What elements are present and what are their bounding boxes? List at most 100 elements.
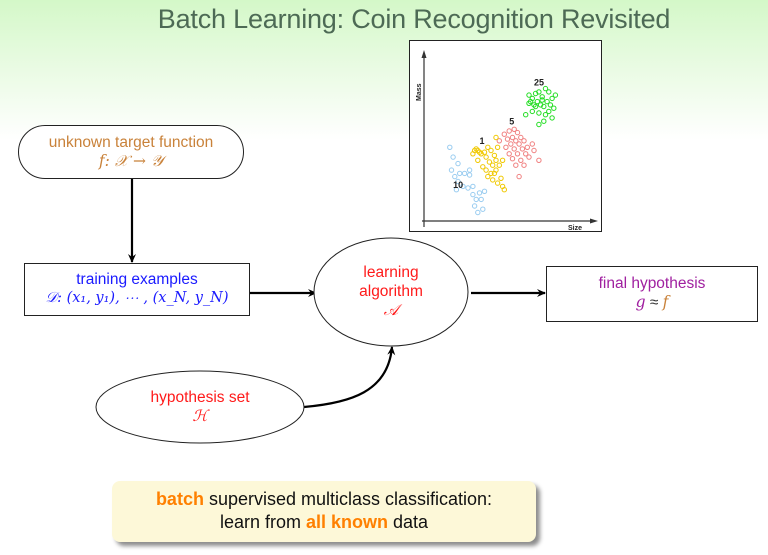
coin-point-1-16 xyxy=(483,167,489,173)
coin-point-25-5 xyxy=(542,85,549,92)
coin-point-10-15 xyxy=(473,196,479,203)
coin-point-1-29 xyxy=(491,170,498,177)
coin-point-1-25 xyxy=(501,187,508,193)
coin-point-5-22 xyxy=(521,162,527,168)
callout-line1: batch supervised multiclass classificati… xyxy=(112,488,536,511)
coin-point-25-18 xyxy=(536,110,542,116)
coin-point-10-9 xyxy=(465,185,471,191)
x-axis-arrowhead xyxy=(590,218,598,224)
learning-algorithm-math: 𝒜 xyxy=(383,301,399,319)
hypothesis-set-math: ℋ xyxy=(192,407,208,425)
arrow-hypothesis-to-algorithm xyxy=(303,346,396,409)
coin-point-25-21 xyxy=(526,100,532,106)
coin-point-25-19 xyxy=(542,112,549,118)
learning-algorithm-ellipse xyxy=(313,237,469,347)
coin-point-25-7 xyxy=(549,95,555,102)
coin-point-25-15 xyxy=(547,102,554,108)
coin-point-25-10 xyxy=(531,102,537,108)
coin-point-10-2 xyxy=(448,167,455,173)
coin-point-10-8 xyxy=(460,183,466,190)
coin-point-5-15 xyxy=(506,151,512,157)
target-function-label: unknown target function xyxy=(48,134,214,151)
coin-point-5-5 xyxy=(504,136,511,142)
coin-point-25-22 xyxy=(532,103,539,110)
coin-point-5-10 xyxy=(521,138,527,144)
coin-point-5-0 xyxy=(501,131,508,137)
coin-point-25-23 xyxy=(539,97,545,103)
coin-point-5-23 xyxy=(531,147,537,154)
coin-point-1-6 xyxy=(481,149,488,155)
coin-point-10-14 xyxy=(481,188,488,195)
coin-point-5-14 xyxy=(524,144,531,151)
callout-line2-post: data xyxy=(388,512,429,532)
coin-point-25-24 xyxy=(546,108,552,115)
coin-point-10-13 xyxy=(476,190,483,196)
y-axis-arrowhead xyxy=(421,50,427,58)
callout-line1-text: supervised multiclass classification: xyxy=(203,489,493,509)
target-function-node: unknown target function f: 𝒳 → 𝒴 xyxy=(18,125,244,179)
coin-point-10-16 xyxy=(478,196,484,203)
callout-highlight-all-known: all known xyxy=(305,512,388,532)
cluster-label-10: 10 xyxy=(453,180,463,190)
coin-point-10-17 xyxy=(471,203,478,209)
coin-point-1-8 xyxy=(488,147,494,154)
coin-point-1-12 xyxy=(486,159,493,165)
points-layer xyxy=(447,85,559,216)
coin-point-5-6 xyxy=(513,138,519,144)
final-hypothesis-f: f xyxy=(662,293,669,311)
coin-point-1-10 xyxy=(494,144,501,151)
target-function-math: f: 𝒳 → 𝒴 xyxy=(98,152,164,170)
coin-point-5-12 xyxy=(511,146,517,152)
coin-point-1-1 xyxy=(473,146,479,152)
coin-point-10-19 xyxy=(475,209,481,216)
coin-point-5-27 xyxy=(516,173,522,180)
coin-point-5-25 xyxy=(496,138,503,144)
training-examples-node: training examples 𝒟: (x₁, y₁), ⋯ , (x_N,… xyxy=(24,263,250,316)
coin-point-1-20 xyxy=(485,173,491,180)
coin-point-25-13 xyxy=(541,103,547,110)
coin-point-1-28 xyxy=(499,157,506,164)
y-axis-label: Mass xyxy=(416,83,423,101)
coin-point-5-9 xyxy=(516,141,522,147)
cluster-label-25: 25 xyxy=(534,77,544,87)
coin-point-25-0 xyxy=(526,92,532,98)
coin-point-5-21 xyxy=(513,162,519,168)
callout-line2: learn from all known data xyxy=(112,511,536,534)
coin-point-25-17 xyxy=(529,108,536,115)
hypothesis-set-node: hypothesis set ℋ xyxy=(96,388,304,426)
coin-point-1-22 xyxy=(494,180,501,186)
coin-point-5-18 xyxy=(509,156,516,162)
training-examples-math: 𝒟: (x₁, y₁), ⋯ , (x_N, y_N) xyxy=(45,290,229,306)
coin-point-10-0 xyxy=(450,154,456,160)
coin-point-10-4 xyxy=(452,173,458,180)
coin-point-1-21 xyxy=(490,177,496,183)
coin-point-10-18 xyxy=(480,206,486,212)
coin-point-5-17 xyxy=(523,151,529,157)
hypothesis-set-label: hypothesis set xyxy=(150,389,250,406)
coin-point-1-27 xyxy=(475,157,481,164)
coin-point-5-13 xyxy=(519,146,526,152)
final-hypothesis-node: final hypothesis g ≈ f xyxy=(546,266,758,322)
coin-point-25-6 xyxy=(546,89,552,95)
coin-point-25-20 xyxy=(549,115,555,121)
coin-point-25-14 xyxy=(544,98,550,105)
coin-point-10-5 xyxy=(461,170,468,177)
learning-algorithm-node: learning algorithm 𝒜 xyxy=(314,263,468,320)
slide-title: Batch Learning: Coin Recognition Revisit… xyxy=(157,4,671,34)
coin-point-5-2 xyxy=(511,126,517,133)
coin-point-1-9 xyxy=(491,152,498,159)
final-hypothesis-g: g xyxy=(635,293,646,311)
approx-symbol: ≈ xyxy=(645,294,663,311)
coin-point-1-14 xyxy=(493,157,499,164)
learning-algorithm-line2: algorithm xyxy=(359,283,423,300)
coin-point-25-27 xyxy=(523,112,529,118)
coin-point-25-4 xyxy=(539,94,545,100)
coin-point-1-13 xyxy=(490,162,496,168)
coin-point-5-4 xyxy=(509,134,516,141)
coin-point-10-20 xyxy=(447,144,453,151)
final-hypothesis-label: final hypothesis xyxy=(598,275,706,292)
hypothesis-set-ellipse xyxy=(95,370,305,444)
learning-algorithm-line1: learning xyxy=(363,264,419,281)
coin-point-5-16 xyxy=(514,151,521,157)
coin-point-10-21 xyxy=(466,167,473,173)
